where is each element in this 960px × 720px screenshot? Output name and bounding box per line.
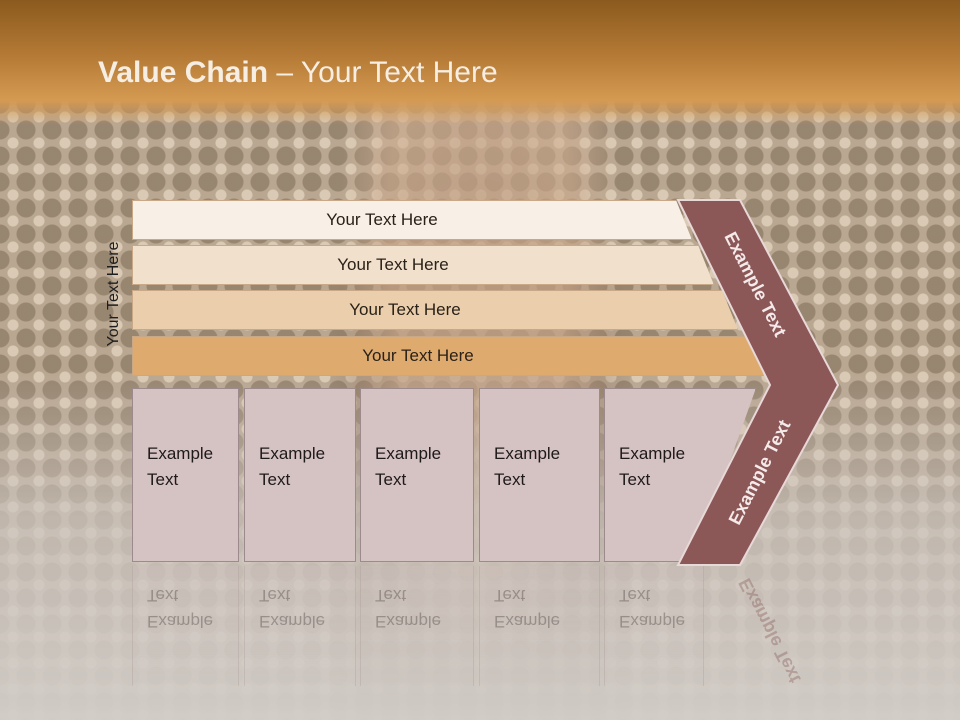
- title-band: [0, 0, 960, 125]
- box-line-2: Text: [147, 470, 179, 489]
- reflection-line-2: Text: [494, 586, 526, 605]
- box-line-1: Example: [494, 444, 561, 463]
- box-line-1: Example: [147, 444, 214, 463]
- value-bar-1[interactable]: Your Text Here: [132, 200, 692, 240]
- box-reflection: Example Text: [132, 566, 239, 686]
- slide-title: Value Chain – Your Text Here: [98, 56, 498, 90]
- box-line-2: Text: [494, 470, 526, 489]
- value-bar-label: Your Text Here: [362, 346, 474, 365]
- reflection-line-1: Example: [259, 612, 326, 631]
- box-reflection: Example Text: [479, 566, 600, 686]
- box-line-2: Text: [375, 470, 407, 489]
- value-bar-4[interactable]: Your Text Here: [132, 336, 764, 376]
- box-reflection: Example Text: [360, 566, 474, 686]
- value-bar-2[interactable]: Your Text Here: [132, 245, 714, 285]
- box-reflection: Example Text: [604, 566, 704, 686]
- reflection-line-1: Example: [494, 612, 561, 631]
- box-reflection: Example Text: [244, 566, 356, 686]
- reflection-line-2: Text: [619, 586, 651, 605]
- box-line-1: Example: [619, 444, 686, 463]
- value-bar-label: Your Text Here: [326, 210, 438, 229]
- reflection-line-1: Example: [619, 612, 686, 631]
- reflection-line-2: Text: [259, 586, 291, 605]
- box-line-2: Text: [619, 470, 651, 489]
- example-box-4[interactable]: Example Text: [479, 388, 600, 562]
- value-chain-chevron[interactable]: [670, 195, 845, 570]
- reflection-line-1: Example: [147, 612, 214, 631]
- value-bar-label: Your Text Here: [337, 255, 449, 274]
- box-line-1: Example: [259, 444, 326, 463]
- box-line-2: Text: [259, 470, 291, 489]
- value-bar-3[interactable]: Your Text Here: [132, 290, 738, 330]
- side-label: Your Text Here: [105, 241, 122, 347]
- reflection-line-2: Text: [147, 586, 179, 605]
- example-box-3[interactable]: Example Text: [360, 388, 474, 562]
- example-box-1[interactable]: Example Text: [132, 388, 239, 562]
- chevron-shape: [676, 199, 840, 566]
- title-rest: – Your Text Here: [268, 56, 498, 89]
- title-bold: Value Chain: [98, 56, 269, 89]
- box-line-1: Example: [375, 444, 442, 463]
- value-bar-label: Your Text Here: [349, 300, 461, 319]
- reflection-line-2: Text: [375, 586, 407, 605]
- reflection-line-1: Example: [375, 612, 442, 631]
- example-box-2[interactable]: Example Text: [244, 388, 356, 562]
